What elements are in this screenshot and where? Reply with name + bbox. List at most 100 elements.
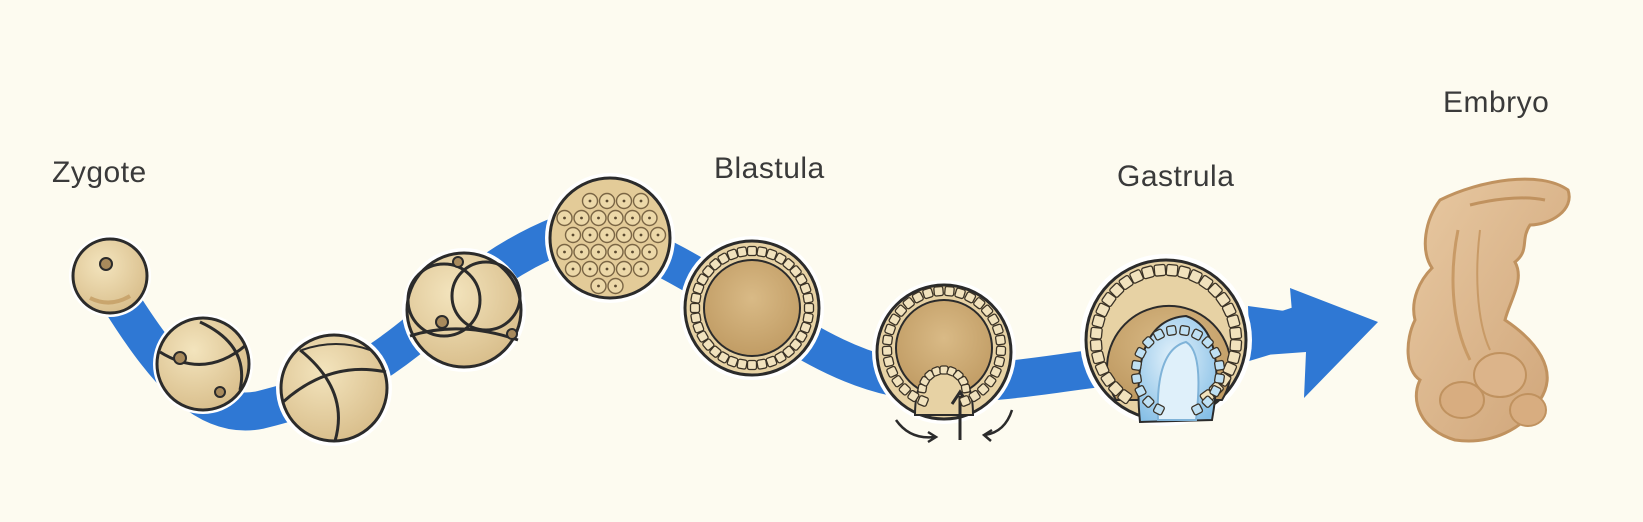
endoderm-cell (1131, 373, 1143, 385)
ectoderm-cell (1188, 269, 1203, 284)
morula-nucleus (571, 267, 575, 271)
blastoderm-cell (709, 345, 722, 358)
ectoderm-cell (995, 345, 1007, 357)
blastoderm-cell (782, 258, 795, 271)
zygote-cell (69, 235, 151, 317)
ectoderm-cell (1229, 338, 1243, 352)
blastoderm-cell (690, 292, 702, 304)
ectoderm-cell (994, 334, 1006, 346)
endoderm-cell (1142, 336, 1155, 349)
ectoderm-cell (894, 304, 908, 317)
blastoderm-cell (717, 351, 730, 364)
ectoderm-cell (1177, 265, 1191, 280)
ectoderm-cell (968, 389, 981, 403)
blastoderm-cell (802, 292, 814, 304)
ectoderm-cell (989, 365, 1002, 378)
invaginating-cell (960, 383, 971, 394)
ectoderm-cell (959, 395, 971, 407)
endoderm-cell (1134, 385, 1147, 398)
endoderm-cell (1209, 346, 1222, 359)
blastoderm-cell (774, 252, 787, 265)
morula-nucleus (622, 199, 626, 203)
morula-nucleus (631, 216, 634, 220)
blastoderm-cell (702, 338, 715, 351)
ectoderm-cell (1109, 282, 1125, 298)
endoderm-cell (1131, 359, 1143, 371)
endoderm-cell (1142, 395, 1155, 408)
morula-nucleus (639, 199, 643, 203)
ectoderm-cell (898, 383, 911, 396)
ectoderm-cell (886, 365, 899, 378)
blastoderm-cell (789, 338, 802, 351)
blastoderm-cell (765, 355, 778, 368)
blastula-stage (680, 236, 824, 380)
ectoderm-cell (1091, 350, 1106, 365)
ectoderm-cell (964, 291, 977, 304)
embryo-figure (1406, 177, 1571, 443)
blastoderm-cell (795, 330, 808, 343)
blastoderm-cell (765, 248, 778, 261)
morula-nucleus (631, 250, 634, 254)
endoderm-cell (1201, 395, 1214, 408)
blastoderm-cell (717, 252, 730, 265)
ectoderm-cell (1095, 302, 1111, 318)
endoderm-cell (1165, 325, 1177, 337)
morula-nucleus (656, 233, 660, 237)
ectoderm-cell (1215, 291, 1231, 308)
endoderm-cell (1191, 403, 1204, 416)
morula-nucleus (614, 250, 617, 254)
ectoderm-cell (917, 395, 929, 407)
blastoderm-cell (709, 258, 722, 271)
morula-nucleus (580, 250, 583, 254)
ectoderm-cell (987, 313, 1000, 326)
ectoderm-cell (973, 297, 986, 310)
morula-nucleus (639, 267, 643, 271)
morula-nucleus (648, 216, 651, 220)
ectoderm-cell (922, 287, 934, 300)
ectoderm-cell (1108, 381, 1124, 397)
ectoderm-cell (902, 297, 915, 310)
ectoderm-cell (993, 355, 1006, 368)
ectoderm-cell (907, 389, 920, 403)
blastoderm-cell (726, 248, 739, 261)
ectoderm-cell (1207, 282, 1223, 298)
blastoderm-cell (736, 246, 748, 258)
ectoderm-cell (1094, 361, 1110, 376)
ectoderm-cell (933, 285, 944, 297)
blastoderm-cell (795, 273, 808, 286)
endoderm-cell (1179, 325, 1191, 337)
label-gastrula: Gastrula (1117, 160, 1235, 193)
morula-nucleus (588, 267, 592, 271)
blastoderm-cell (803, 302, 815, 314)
morula-nucleus (605, 199, 609, 203)
early-gastrula-stage (872, 280, 1016, 444)
endoderm-cell (1152, 403, 1165, 416)
morula-nucleus (597, 284, 600, 288)
blastoderm-cell (726, 355, 739, 368)
endoderm-cell (1152, 328, 1165, 341)
ectoderm-cell (1226, 314, 1241, 329)
ectoderm-cell (881, 345, 893, 357)
ectoderm-cell (1141, 265, 1155, 280)
label-blastula: Blastula (714, 152, 825, 185)
morula-nucleus (563, 216, 566, 220)
ectoderm-cell (1165, 263, 1179, 277)
morula-nucleus (648, 250, 651, 254)
morula-nucleus (571, 233, 575, 237)
ectoderm-cell (1101, 291, 1117, 308)
blastoderm-cell (702, 265, 715, 278)
four-cell-stage (276, 330, 392, 446)
ectoderm-cell (911, 291, 924, 304)
blastoderm-cell (789, 265, 802, 278)
ectoderm-cell (1198, 274, 1214, 291)
ectoderm-cell (884, 323, 896, 336)
ectoderm-cell (1091, 314, 1106, 329)
blastoderm-cell (736, 358, 748, 370)
blastoderm-cell (799, 282, 812, 295)
two-cell-stage (153, 314, 253, 414)
morula-nucleus (639, 233, 643, 237)
blastoderm-cell (746, 245, 758, 257)
ectoderm-cell (944, 285, 955, 297)
gastrula-stage (1080, 254, 1252, 426)
